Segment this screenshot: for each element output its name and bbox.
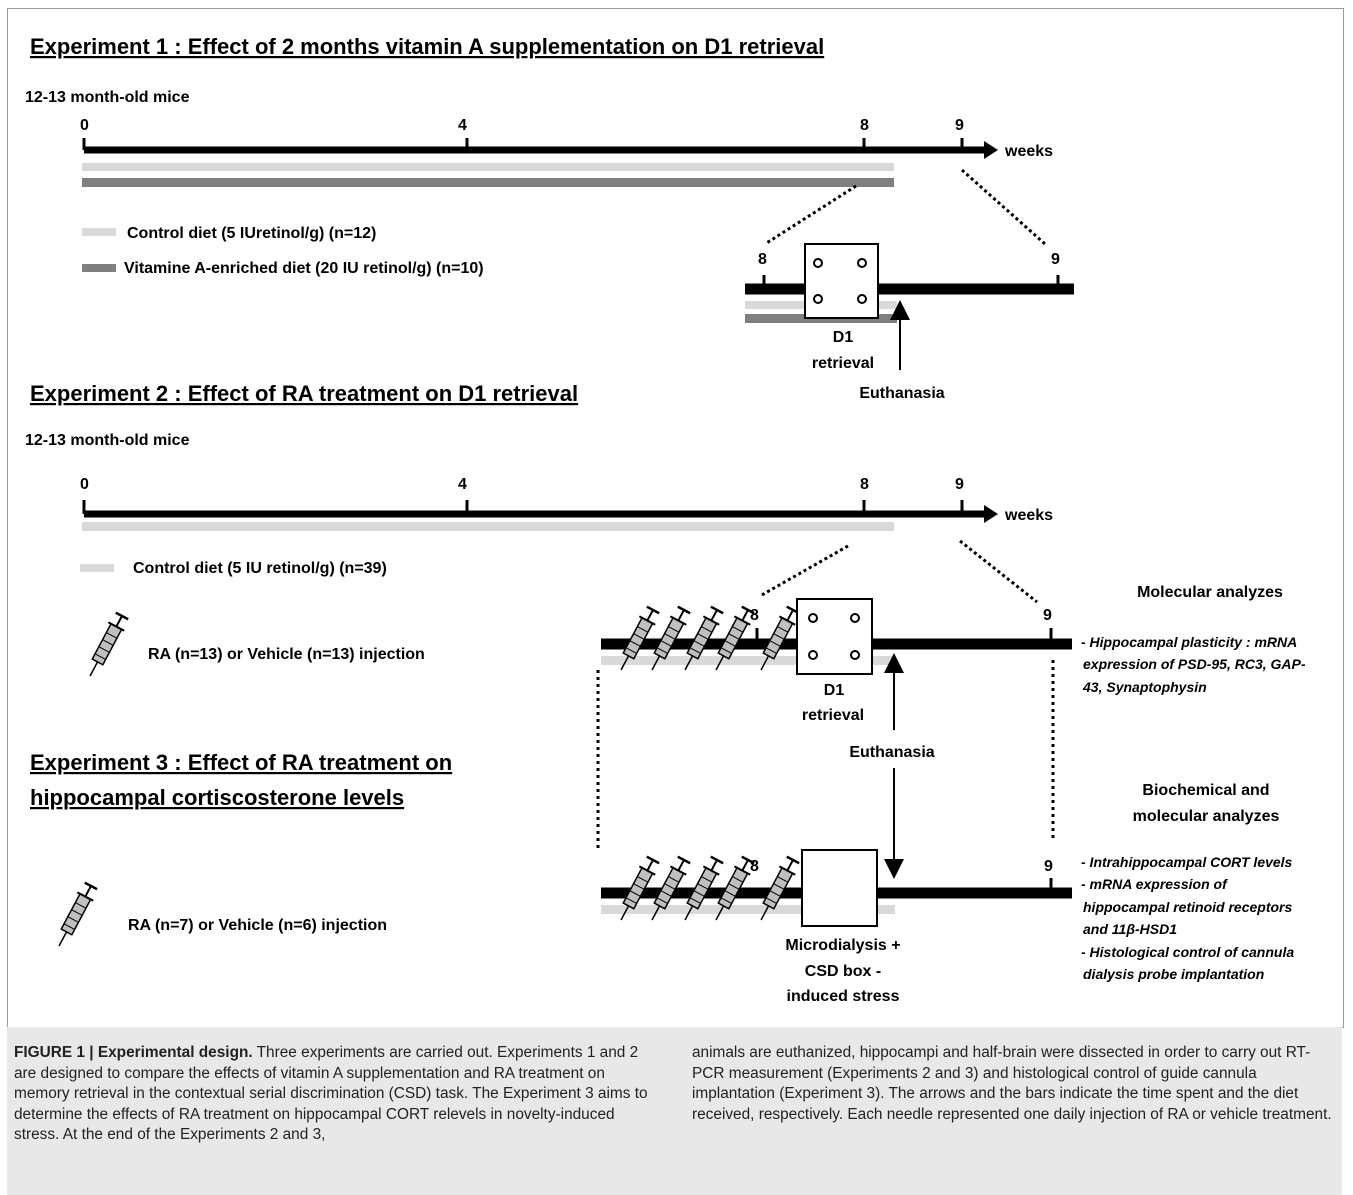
exp1-zoom-line-left: [764, 184, 857, 246]
caption-column-2: animals are euthanized, hippocampi and h…: [692, 1043, 1332, 1125]
exp3-box-label-3: induced stress: [787, 988, 900, 1005]
caption-text-1: Three experiments are carried out. Exper…: [14, 1044, 648, 1143]
exp1-legend-vitA-swatch: [82, 264, 116, 272]
caption-label: FIGURE 1 | Experimental design.: [14, 1044, 253, 1061]
exp1-vitA-bar: [82, 178, 894, 187]
exp3-analyses-line-4: and 11β-HSD1: [1083, 921, 1177, 937]
exp3-title-line-2: hippocampal cortiscosterone levels: [30, 785, 404, 810]
exp2-tick-9: 9: [955, 476, 964, 493]
exp2-legend-control-swatch: [80, 564, 114, 572]
exp3-box-label-1: Microdialysis +: [785, 937, 900, 954]
syringe-icon: [80, 610, 132, 682]
exp2-legend-control: Control diet (5 IU retinol/g) (n=39): [133, 560, 387, 577]
caption-background: [7, 1027, 1342, 1195]
exp1-tick-4: 4: [458, 117, 467, 134]
exp1-legend-control-swatch: [82, 228, 116, 236]
exp1-timeline: [82, 138, 998, 159]
caption-text-2: animals are euthanized, hippocampi and h…: [692, 1044, 1332, 1123]
exp3-analyses-line-5: - Histological control of cannula: [1081, 944, 1294, 960]
exp1-legend-control: Control diet (5 IUretinol/g) (n=12): [127, 225, 376, 242]
microdialysis-box: [801, 849, 878, 927]
exp2-tick-8: 8: [860, 476, 869, 493]
exp2-analyses-line-2: expression of PSD-95, RC3, GAP-: [1083, 656, 1306, 672]
dots-box-icon: [804, 243, 879, 319]
exp1-zoom-line-right: [961, 168, 1046, 246]
exp1-box-label-2: retrieval: [812, 355, 874, 372]
exp3-analyses-line-3: hippocampal retinoid receptors: [1083, 899, 1292, 915]
exp1-legend-vitA: Vitamine A-enriched diet (20 IU retinol/…: [124, 260, 484, 277]
exp3-analyses-line-2: - mRNA expression of: [1081, 876, 1228, 892]
exp2-zoom-tick-9: 9: [1043, 607, 1052, 624]
exp1-subjects: 12-13 month-old mice: [25, 89, 190, 106]
exp3-box-label-2: CSD box -: [805, 963, 881, 980]
exp2-axis-unit: weeks: [1004, 507, 1053, 524]
exp2-zoom-control-bar: [601, 656, 895, 665]
exp2-analyses-line-1: - Hippocampal plasticity : mRNA: [1081, 634, 1297, 650]
exp2-title: Experiment 2 : Effect of RA treatment on…: [30, 381, 578, 406]
exp2-zoom-line-right: [959, 539, 1038, 604]
exp1-axis-unit: weeks: [1004, 143, 1053, 160]
exp1-zoom-tick-8: 8: [758, 251, 767, 268]
exp1-tick-8: 8: [860, 117, 869, 134]
exp3-injection-legend: RA (n=7) or Vehicle (n=6) injection: [128, 917, 387, 934]
exp3-analyses-line-6: dialysis probe implantation: [1083, 966, 1264, 982]
exp2-euthanasia-label: Euthanasia: [849, 744, 934, 761]
exp2-timeline: [82, 500, 998, 523]
exp3-title-line-1: Experiment 3 : Effect of RA treatment on: [30, 750, 452, 775]
exp2-analyses-title: Molecular analyzes: [1137, 584, 1283, 601]
exp2-injection-legend: RA (n=13) or Vehicle (n=13) injection: [148, 646, 425, 663]
exp2-box-label-1: D1: [824, 682, 845, 699]
dots-box-icon: [796, 598, 873, 675]
exp2-control-bar: [82, 522, 894, 531]
exp1-tick-0: 0: [80, 117, 89, 134]
arrow-head-icon: [984, 505, 998, 523]
exp3-zoom-control-bar: [601, 905, 895, 914]
exp2-box-label-2: retrieval: [802, 707, 864, 724]
exp1-tick-9: 9: [955, 117, 964, 134]
exp3-zoom-tick-9: 9: [1044, 858, 1053, 875]
exp1-box-label-1: D1: [833, 329, 854, 346]
exp3-zoom-tick-8: 8: [750, 858, 759, 875]
exp2-zoom-line-left: [759, 544, 849, 598]
exp2-subjects: 12-13 month-old mice: [25, 432, 190, 449]
syringe-icon: [49, 880, 101, 952]
exp3-analyses-title-1: Biochemical and: [1142, 782, 1269, 799]
exp2-tick-0: 0: [80, 476, 89, 493]
arrow-head-icon: [984, 141, 998, 159]
caption-column-1: FIGURE 1 | Experimental design. Three ex…: [14, 1043, 664, 1146]
exp3-analyses-title-2: molecular analyzes: [1133, 808, 1280, 825]
exp3-analyses-line-1: - Intrahippocampal CORT levels: [1081, 854, 1293, 870]
exp1-euthanasia-label: Euthanasia: [859, 385, 944, 402]
exp1-zoom-tick-9: 9: [1051, 251, 1060, 268]
exp1-control-bar: [82, 163, 894, 171]
exp2-zoom-tick-8: 8: [750, 607, 759, 624]
exp2-analyses-line-3: 43, Synaptophysin: [1082, 679, 1207, 695]
exp2-tick-4: 4: [458, 476, 467, 493]
exp1-title: Experiment 1 : Effect of 2 months vitami…: [30, 34, 824, 59]
